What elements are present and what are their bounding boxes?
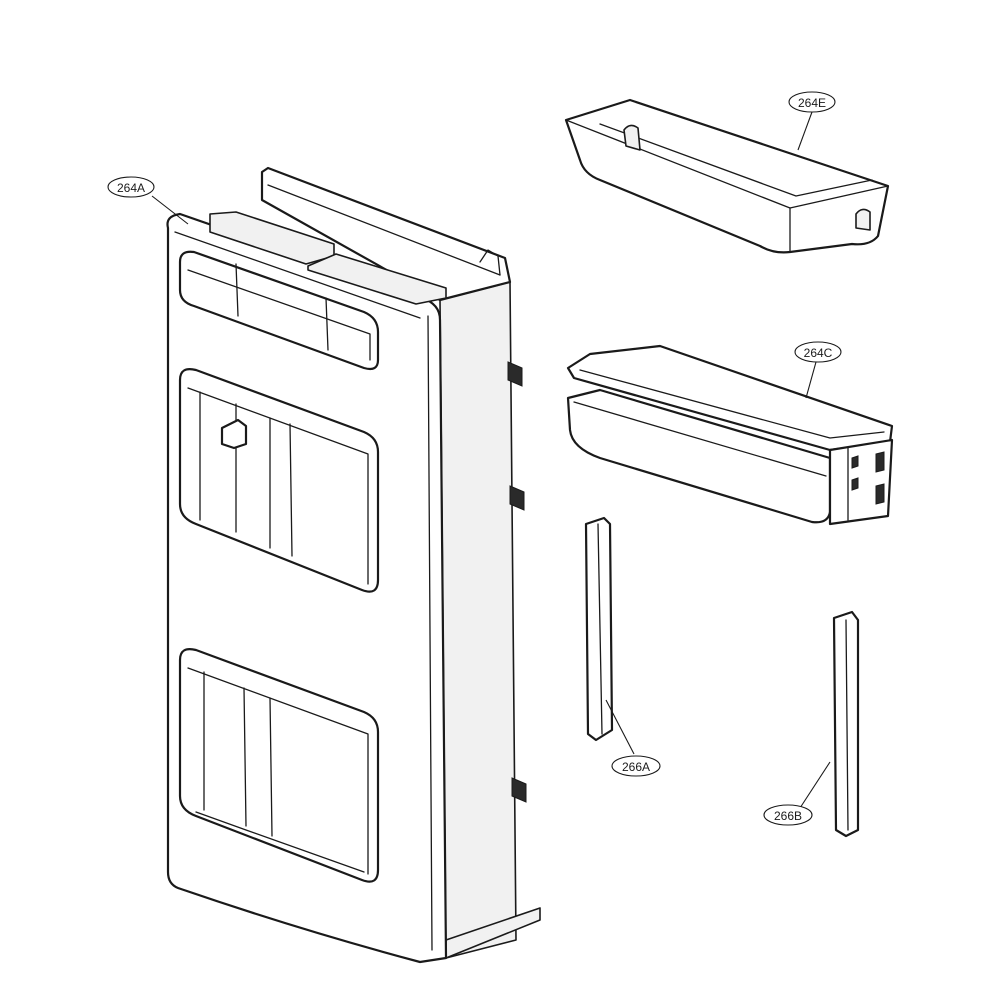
- callout-264a: 264A: [107, 176, 155, 198]
- bin-264c-clip-3: [875, 451, 885, 473]
- leader-266a: [605, 699, 635, 755]
- door-liner-264a: [166, 166, 541, 964]
- upper-shelf-opening: [178, 250, 380, 371]
- shelf-clip: [220, 418, 248, 450]
- trim-266b-body: [832, 610, 860, 838]
- callout-264a-label: 264A: [117, 181, 145, 195]
- bin-264e-tab-left: [623, 124, 641, 151]
- trim-266a-body: [584, 516, 614, 742]
- leader-264a: [151, 195, 189, 225]
- bin-264e-body: [564, 98, 890, 254]
- door-bin-264c: [566, 344, 894, 526]
- callout-264e-label: 264E: [798, 96, 826, 110]
- callout-264e: 264E: [788, 91, 836, 113]
- bin-264c-clip-1: [851, 455, 859, 469]
- door-side-panel: [439, 281, 517, 959]
- trim-strip-266b: [832, 610, 860, 838]
- leader-266b: [799, 761, 831, 809]
- callout-266b-label: 266B: [774, 809, 802, 823]
- bin-264c-clip-2: [851, 477, 859, 491]
- hinge-tab-middle: [509, 485, 525, 511]
- door-bin-264e: [564, 98, 890, 254]
- bin-264e-tab-right: [855, 208, 871, 231]
- callout-266a: 266A: [611, 755, 661, 777]
- leader-264c: [805, 361, 817, 399]
- top-well-right: [307, 253, 447, 305]
- callout-266b: 266B: [763, 804, 813, 826]
- door-top-rail: [260, 166, 512, 302]
- leader-lines: [151, 111, 831, 809]
- callout-264c-label: 264C: [804, 346, 833, 360]
- bin-264c-clip-4: [875, 483, 885, 505]
- callout-264c: 264C: [794, 341, 842, 363]
- hinge-tab-upper: [507, 361, 523, 387]
- bin-264c-rail: [566, 344, 894, 452]
- leader-264e: [797, 111, 813, 151]
- callout-266a-label: 266A: [622, 760, 650, 774]
- hinge-tab-lower: [511, 777, 527, 803]
- trim-strip-266a: [584, 516, 614, 742]
